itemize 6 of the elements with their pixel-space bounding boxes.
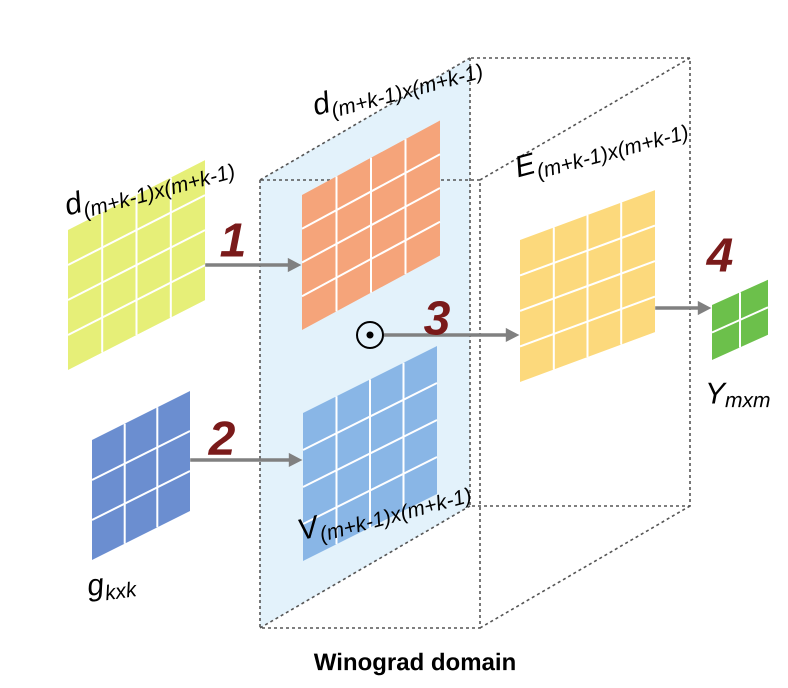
step-number: 4 (706, 238, 733, 272)
caption-text: Winograd domain (314, 652, 515, 676)
matrix-label: g$_{kxk}$ (88, 578, 137, 602)
step-number: 2 (208, 421, 235, 455)
matrix-label: Y$_{mxm}$ (708, 382, 770, 408)
step-number: 1 (220, 223, 244, 256)
